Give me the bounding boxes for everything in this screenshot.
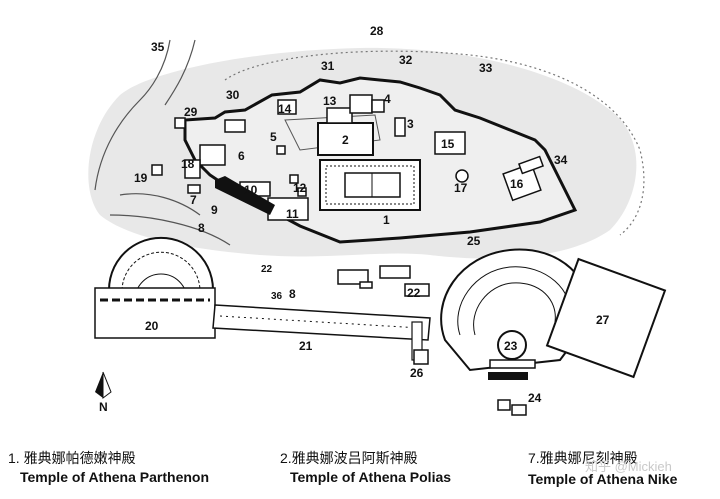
legend-2-chinese: 2.雅典娜波吕阿斯神殿 — [280, 450, 418, 466]
legend-item-1: 1. 雅典娜帕德嫩神殿 Temple of Athena Parthenon — [8, 449, 209, 487]
site-number-27: 27 — [596, 313, 610, 327]
site-number-35: 35 — [151, 40, 165, 54]
site-number-29: 29 — [184, 105, 198, 119]
site-number-24: 24 — [528, 391, 542, 405]
site-number-26: 26 — [410, 366, 424, 380]
site-number-3: 3 — [407, 117, 414, 131]
odeon-of-pericles — [545, 257, 667, 379]
site-number-4: 4 — [384, 92, 391, 106]
site-number-19: 19 — [134, 171, 148, 185]
site-number-38: 8 — [289, 287, 296, 301]
site-number-22: 22 — [407, 286, 421, 300]
site-number-15: 15 — [441, 137, 455, 151]
site-number-9: 9 — [211, 203, 218, 217]
site-number-12: 12 — [293, 181, 307, 195]
site-number-36: 36 — [271, 291, 283, 302]
site-number-23: 23 — [504, 339, 518, 353]
site-number-33: 33 — [479, 61, 493, 75]
north-arrow-icon — [95, 371, 112, 399]
site-number-17: 17 — [454, 181, 468, 195]
site-number-16: 16 — [510, 177, 524, 191]
site-number-18: 18 — [181, 157, 195, 171]
small-structures — [151, 99, 545, 221]
legend-1-chinese: 1. 雅典娜帕德嫩神殿 — [8, 450, 136, 466]
legend-1-english: Temple of Athena Parthenon — [20, 469, 210, 485]
west-wall — [215, 176, 275, 215]
site-number-1: 1 — [383, 213, 390, 227]
site-number-11: 11 — [286, 207, 299, 221]
building-26 — [413, 349, 429, 365]
site-number-10: 10 — [244, 183, 258, 197]
site-number-14: 14 — [278, 102, 292, 116]
site-number-31: 31 — [321, 59, 335, 73]
parthenon — [319, 159, 421, 211]
site-number-20: 20 — [145, 319, 159, 333]
legend-2-english: Temple of Athena Polias — [290, 469, 452, 485]
temple-area-2 — [284, 94, 385, 156]
odeon-herodes — [94, 236, 216, 339]
site-number-22-upper: 22 — [261, 264, 273, 275]
site-number-5: 5 — [270, 130, 277, 144]
legend-item-2: 2.雅典娜波吕阿斯神殿 Temple of Athena Polias — [280, 449, 451, 487]
asklepieion — [337, 265, 430, 297]
legend-7-english: Temple of Athena Nike — [528, 471, 678, 487]
site-number-34: 34 — [554, 153, 568, 167]
north-label: N — [99, 400, 108, 414]
legend-7-chinese: 7.雅典娜尼刻神殿 — [528, 450, 638, 466]
site-number-25: 25 — [467, 234, 481, 248]
site-number-2: 2 — [342, 133, 349, 147]
watermark: 知乎 @Mickieh — [585, 459, 672, 474]
site-number-28: 28 — [370, 24, 384, 38]
site-number-8: 8 — [198, 221, 205, 235]
site-number-30: 30 — [226, 88, 240, 102]
site-number-21: 21 — [299, 339, 313, 353]
stoa-of-eumenes — [212, 304, 431, 361]
site-number-labels: 1 2 3 4 5 6 7 8 9 10 11 12 13 14 15 16 1… — [134, 24, 610, 405]
site-number-6: 6 — [238, 149, 245, 163]
site-number-13: 13 — [323, 94, 337, 108]
roads — [94, 39, 231, 246]
legend-item-7: 7.雅典娜尼刻神殿 Temple of Athena Nike — [528, 449, 677, 489]
site-number-7: 7 — [190, 193, 197, 207]
site-number-32: 32 — [399, 53, 413, 67]
